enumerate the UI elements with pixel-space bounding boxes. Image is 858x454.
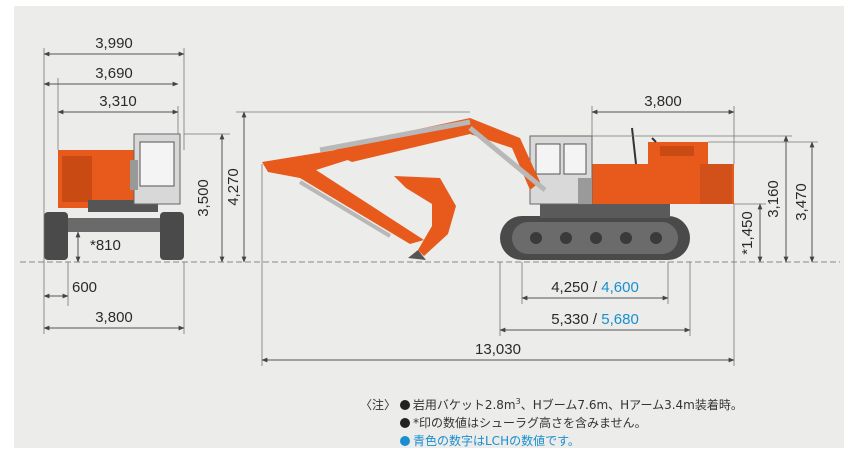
note-line-3: 青色の数字はLCHの数値です。 (400, 432, 580, 449)
bullet-icon (399, 400, 410, 410)
bucket (394, 176, 456, 256)
blue-bullet-icon (400, 436, 410, 446)
front-left-track (44, 212, 68, 260)
dim-counterweight-clearance: *1,450 (739, 211, 756, 254)
note-line-2: *印の数値はシューラグ高さを含みません。 (400, 414, 647, 431)
front-view-machine (44, 133, 184, 260)
note-line-1: 〈注〉 岩用バケット2.8m3、Hブーム7.6m、Hアーム3.4m装着時。 (360, 397, 743, 412)
dim-overall-height: 4,270 (225, 168, 242, 206)
bullet-icon (400, 418, 410, 428)
arm (262, 148, 424, 244)
dim-front-cab-height: 3,500 (195, 179, 212, 217)
dim-overall-length: 13,030 (475, 341, 521, 358)
dim-front-track-shoe: 600 (72, 279, 97, 296)
dim-track-length: 5,330 / 5,680 (551, 311, 639, 328)
dim-front-width-outer: 3,990 (95, 35, 133, 52)
dimension-labels: 3,990 3,690 3,310 3,500 *810 600 3,800 4… (72, 35, 810, 358)
dim-tumbler-distance: 4,250 / 4,600 (551, 279, 639, 296)
front-view-dimensions (43, 48, 230, 334)
front-right-track (160, 212, 184, 260)
dim-rear-height: 3,470 (793, 183, 810, 221)
dim-front-width-mid: 3,690 (95, 65, 133, 82)
side-view-dimensions (236, 106, 818, 366)
dim-front-ground-clearance: *810 (90, 237, 121, 254)
dim-front-width-inner: 3,310 (99, 93, 137, 110)
front-undercarriage (68, 218, 160, 232)
dim-cab-height: 3,160 (765, 180, 782, 218)
dim-tail-radius: 3,800 (644, 93, 682, 110)
side-view-machine (262, 118, 734, 260)
dim-front-track-gauge: 3,800 (95, 309, 133, 326)
boom (330, 118, 540, 190)
note-prefix: 〈注〉 (360, 398, 397, 412)
